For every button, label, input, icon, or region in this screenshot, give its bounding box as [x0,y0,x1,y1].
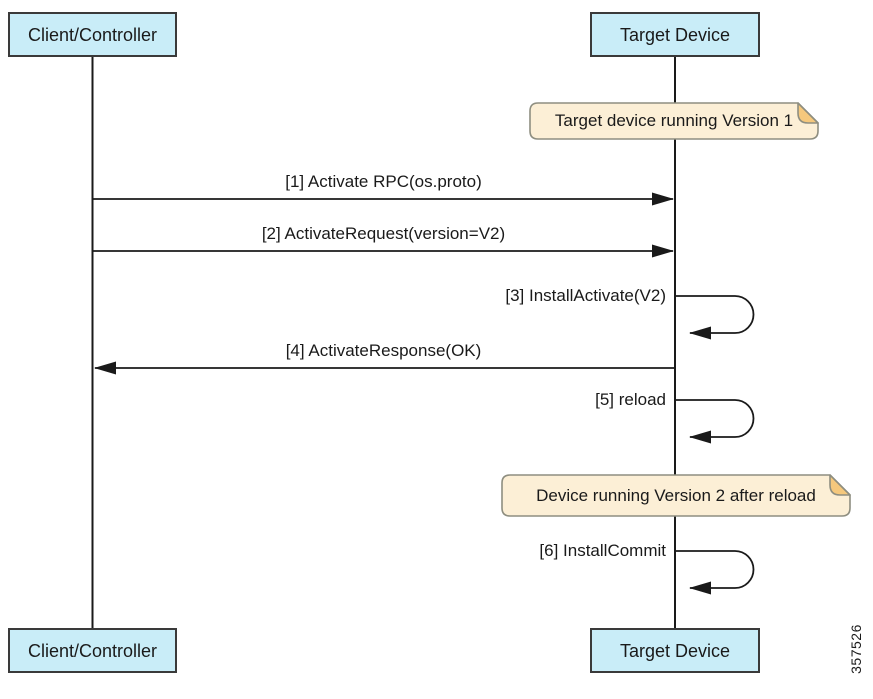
message-1-label: [1] Activate RPC(os.proto) [285,172,482,191]
message-3-label: [3] InstallActivate(V2) [505,286,666,305]
message-5-self-loop [676,399,755,444]
actor-box-client-bottom: Client/Controller [8,628,177,673]
note-version2-shape [501,474,851,517]
note-fold-corner [829,474,851,496]
message-3-self-loop [676,295,755,340]
message-5-label: [5] reload [595,390,666,409]
actor-box-client-top: Client/Controller [8,12,177,57]
message-4-label: [4] ActivateResponse(OK) [285,341,482,360]
actor-label-target: Target Device [619,24,731,45]
figure-id-label: 357526 [848,624,864,674]
message-6-self-loop [676,550,755,595]
actor-label-client: Client/Controller [27,640,158,661]
actor-box-target-bottom: Target Device [590,628,760,673]
actor-box-target-top: Target Device [590,12,760,57]
note-version1-shape [529,102,819,140]
note-fold-corner [797,102,819,124]
message-2-label: [2] ActivateRequest(version=V2) [261,224,506,243]
actor-label-client: Client/Controller [27,24,158,45]
note-version1-text: Target device running Version 1 [554,111,794,130]
actor-label-target: Target Device [619,640,731,661]
message-6-label: [6] InstallCommit [539,541,666,560]
note-version2-text: Device running Version 2 after reload [536,485,816,505]
